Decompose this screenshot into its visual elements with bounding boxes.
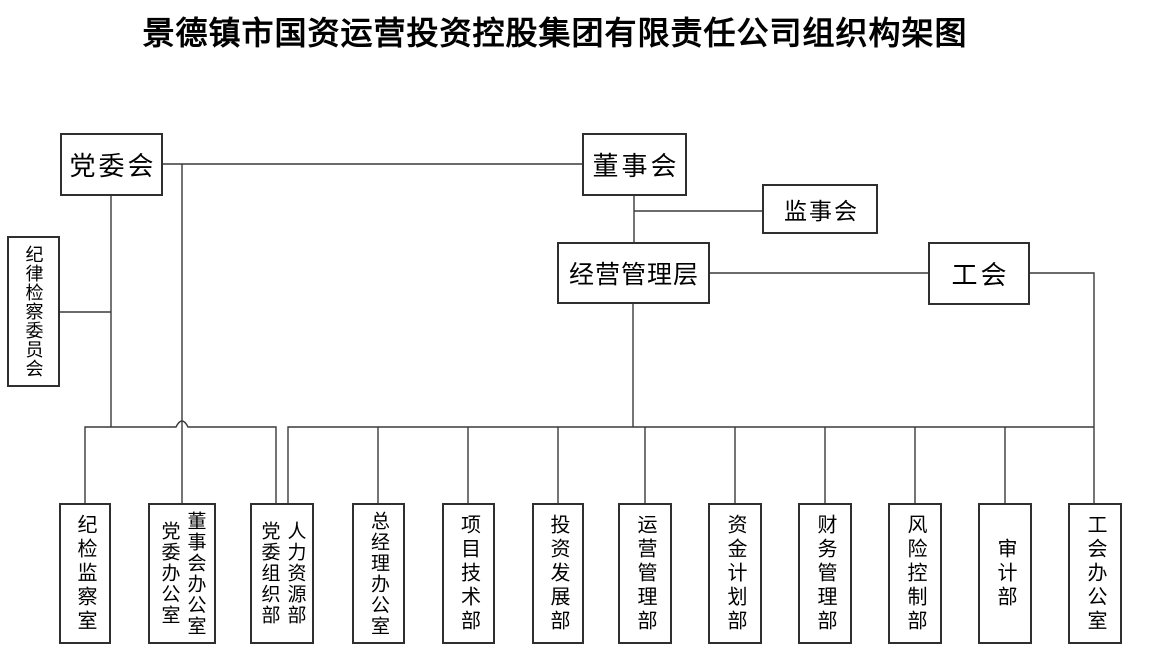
dept-label: 财务管理部 bbox=[814, 513, 836, 634]
dept-label: 人力资源部 bbox=[284, 521, 306, 626]
bus-left-with-hop bbox=[84, 420, 277, 503]
dept-label: 资金计划部 bbox=[724, 513, 746, 634]
dept-board-office-party-office: 董事会办公室 党委办公室 bbox=[148, 503, 216, 644]
node-management-team: 经营管理层 bbox=[557, 242, 710, 304]
dept-general-manager-office: 总经理办公室 bbox=[352, 503, 405, 644]
node-board-of-directors-label: 董事会 bbox=[592, 152, 680, 181]
dept-project-technology: 项目技术部 bbox=[442, 503, 495, 644]
dept-hr-party-organization: 人力资源部 党委组织部 bbox=[250, 503, 314, 644]
dept-label: 总经理办公室 bbox=[368, 510, 389, 637]
dept-label: 工会办公室 bbox=[1084, 513, 1106, 634]
node-management-team-label: 经营管理层 bbox=[568, 262, 699, 289]
node-discipline-inspection-committee-label: 纪律检察委员会 bbox=[23, 245, 44, 378]
node-party-committee-label: 党委会 bbox=[69, 152, 157, 181]
dept-label-columns: 人力资源部 党委组织部 bbox=[258, 521, 306, 626]
dept-label: 董事会办公室 bbox=[184, 510, 206, 637]
dept-label: 审计部 bbox=[994, 537, 1016, 610]
dept-discipline-inspection-office: 纪检监察室 bbox=[59, 503, 111, 644]
dept-label: 投资发展部 bbox=[547, 513, 569, 634]
dept-label: 项目技术部 bbox=[457, 513, 480, 634]
dept-label-columns: 董事会办公室 党委办公室 bbox=[158, 510, 206, 637]
dept-financial-management: 财务管理部 bbox=[798, 503, 852, 644]
node-discipline-inspection-committee: 纪律检察委员会 bbox=[7, 236, 60, 387]
dept-investment-development: 投资发展部 bbox=[532, 503, 584, 644]
dept-risk-control: 风险控制部 bbox=[888, 503, 942, 644]
dept-label: 风险控制部 bbox=[904, 513, 926, 634]
dept-label: 纪检监察室 bbox=[74, 513, 96, 634]
node-supervisory-board-label: 监事会 bbox=[784, 199, 859, 224]
dept-operations-management: 运营管理部 bbox=[618, 503, 672, 644]
link-union-down bbox=[1030, 272, 1095, 503]
node-party-committee: 党委会 bbox=[60, 133, 163, 196]
bus-right-drops bbox=[377, 427, 1006, 503]
dept-label: 党委办公室 bbox=[158, 521, 180, 626]
chart-title: 景德镇市国资运营投资控股集团有限责任公司组织构架图 bbox=[142, 15, 968, 51]
bus-right bbox=[287, 426, 1094, 503]
dept-label: 党委组织部 bbox=[258, 521, 280, 626]
dept-label: 运营管理部 bbox=[634, 513, 656, 634]
dept-union-office: 工会办公室 bbox=[1068, 503, 1122, 644]
node-board-of-directors: 董事会 bbox=[582, 133, 687, 196]
dept-capital-planning: 资金计划部 bbox=[708, 503, 762, 644]
node-labor-union-label: 工会 bbox=[951, 261, 1010, 290]
node-labor-union: 工会 bbox=[928, 242, 1030, 305]
dept-audit: 审计部 bbox=[978, 503, 1032, 644]
node-supervisory-board: 监事会 bbox=[762, 184, 878, 234]
